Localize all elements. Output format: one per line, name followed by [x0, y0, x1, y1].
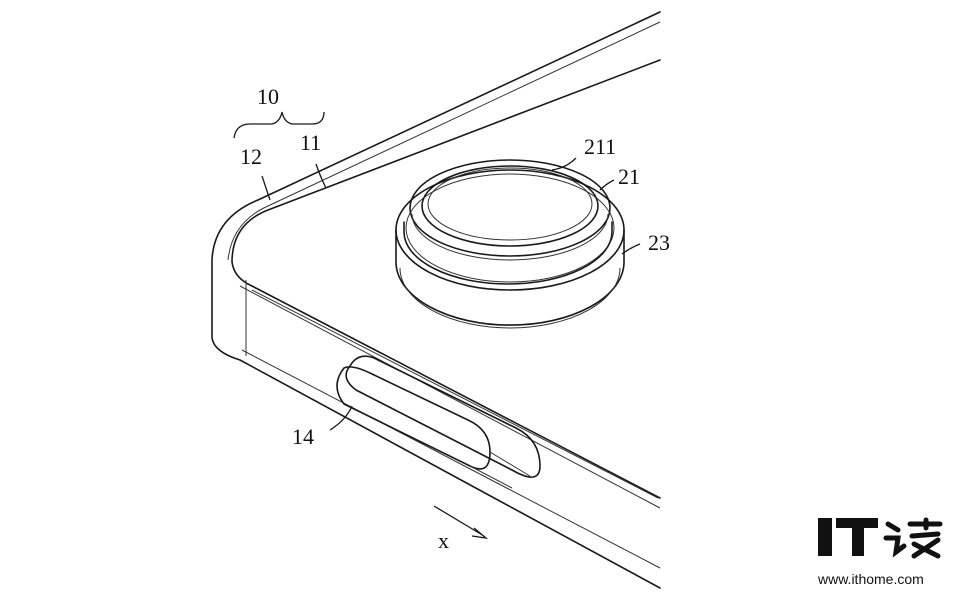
- leader-21: [599, 179, 615, 191]
- label-11: 11: [300, 130, 321, 155]
- leader-11: [315, 163, 327, 189]
- leader-211: [551, 157, 577, 171]
- label-x: x: [438, 528, 449, 553]
- label-10: 10: [257, 84, 279, 109]
- side-button: [336, 355, 541, 489]
- label-23: 23: [648, 230, 670, 255]
- label-211: 211: [584, 134, 616, 159]
- leader-lines: [233, 111, 641, 539]
- camera-module: [395, 159, 625, 329]
- reference-labels: 10 12 11 211 21 23 14 x: [240, 84, 670, 553]
- label-14: 14: [292, 424, 314, 449]
- label-21: 21: [618, 164, 640, 189]
- watermark-logo: www.ithome.com: [817, 517, 943, 587]
- watermark-url: www.ithome.com: [817, 571, 924, 587]
- brace-10: [233, 111, 325, 139]
- device-frame: [211, 11, 661, 589]
- leader-14: [329, 405, 353, 431]
- label-12: 12: [240, 144, 262, 169]
- axis-arrow: [433, 505, 489, 539]
- leader-12: [261, 175, 271, 201]
- leader-23: [621, 243, 641, 255]
